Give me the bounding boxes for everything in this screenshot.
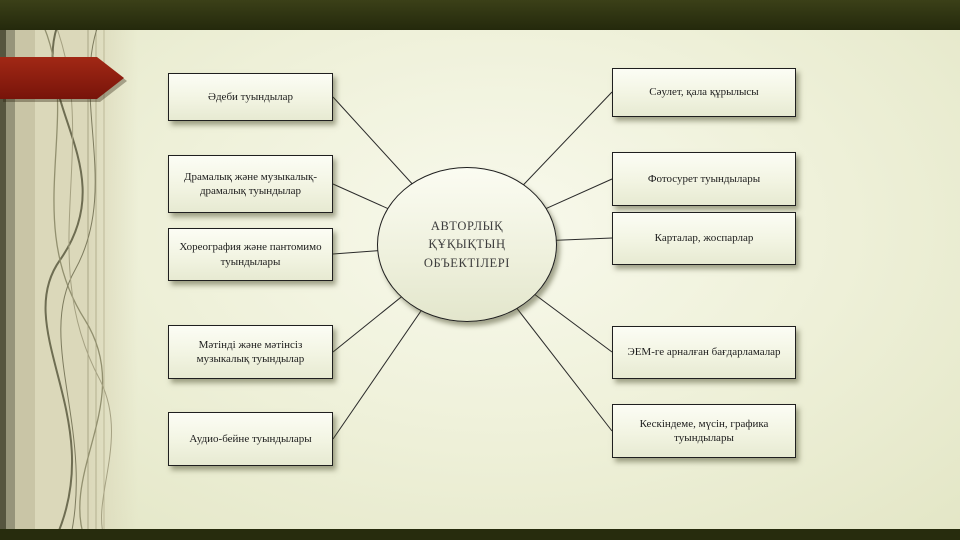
node-label: Карталар, жоспарлар: [654, 232, 754, 245]
node-dramatic-works: Драмалық және музыкалық-драмалық туындыл…: [168, 155, 333, 213]
red-arrow-banner: [0, 57, 127, 102]
node-audio-video-works: Аудио-бейне туындылары: [168, 412, 333, 466]
node-label: Әдеби туындылар: [208, 90, 293, 103]
node-label: Сәулет, қала құрылысы: [649, 86, 759, 99]
node-literary-works: Әдеби туындылар: [168, 73, 333, 121]
node-label: Хореография және пантомимо туындылары: [179, 241, 322, 268]
node-label: Кескіндеме, мүсін, графика туындылары: [639, 417, 769, 444]
center-label: АВТОРЛЫҚ ҚҰҚЫҚТЫҢ ОБЪЕКТІЛЕРІ: [423, 219, 511, 270]
node-painting-sculpture-graphics: Кескіндеме, мүсін, графика туындылары: [612, 404, 796, 458]
bottom-border-band: [0, 529, 960, 540]
node-label: ЭЕМ-ге арналған бағдарламалар: [627, 346, 781, 359]
node-photography-works: Фотосурет туындылары: [612, 152, 796, 206]
node-label: Фотосурет туындылары: [647, 172, 761, 185]
node-label: Мәтінді және мәтінсіз музыкалық туындыла…: [196, 338, 305, 365]
node-maps-plans: Карталар, жоспарлар: [612, 212, 796, 265]
node-computer-programs: ЭЕМ-ге арналған бағдарламалар: [612, 326, 796, 379]
node-label: Драмалық және музыкалық-драмалық туындыл…: [184, 170, 317, 197]
center-ellipse-copyright-objects: АВТОРЛЫҚ ҚҰҚЫҚТЫҢ ОБЪЕКТІЛЕРІ: [377, 167, 557, 322]
node-architecture-urban-planning: Сәулет, қала құрылысы: [612, 68, 796, 117]
top-border-band: [0, 0, 960, 30]
node-label: Аудио-бейне туындылары: [189, 432, 312, 445]
node-musical-works: Мәтінді және мәтінсіз музыкалық туындыла…: [168, 325, 333, 379]
node-choreography-pantomime: Хореография және пантомимо туындылары: [168, 228, 333, 281]
